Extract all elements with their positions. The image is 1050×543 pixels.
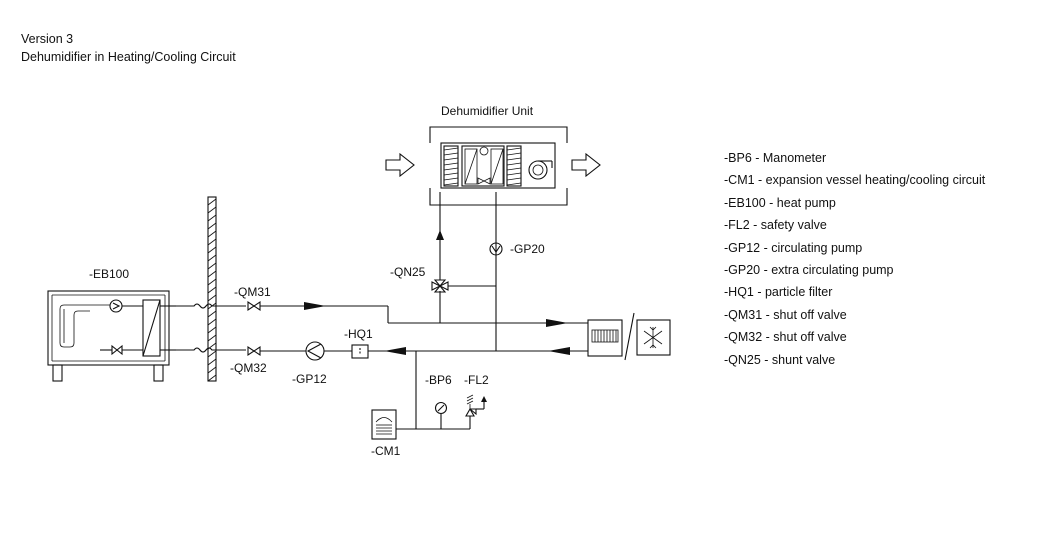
legend-item: -GP20 - extra circulating pump: [724, 262, 894, 277]
flex-hoses: [176, 303, 246, 353]
label-hq1: -HQ1: [344, 327, 373, 341]
label-qn25: -QN25: [390, 265, 426, 279]
label-qm31: -QM31: [234, 285, 271, 299]
manometer-bp6: [434, 401, 448, 415]
heat-pump-eb100: [47, 290, 176, 382]
circulating-pump-gp20: [489, 242, 503, 256]
cooling-snowflake-icon: [636, 319, 671, 356]
expansion-vessel-cm1: [371, 409, 397, 440]
label-cm1: -CM1: [371, 444, 401, 458]
diagram-title: Dehumidifier in Heating/Cooling Circuit: [21, 50, 236, 64]
legend-item: -QM31 - shut off valve: [724, 307, 847, 322]
legend: -BP6 - Manometer -CM1 - expansion vessel…: [724, 150, 985, 374]
version-label: Version 3: [21, 32, 74, 46]
shut-off-valve-qm32: [247, 345, 261, 357]
particle-filter-hq1: [351, 344, 369, 359]
legend-item: -BP6 - Manometer: [724, 151, 827, 165]
legend-item: -EB100 - heat pump: [724, 195, 836, 210]
legend-item: -QN25 - shunt valve: [724, 352, 836, 367]
shut-off-valve-qm31: [247, 300, 261, 312]
legend-item: -HQ1 - particle filter: [724, 285, 833, 300]
label-bp6: -BP6: [425, 373, 452, 387]
label-eb100: -EB100: [89, 267, 129, 281]
label-gp20: -GP20: [510, 242, 545, 256]
circulating-pump-gp12: [305, 341, 325, 361]
air-out-arrow: [571, 152, 601, 178]
label-gp12: -GP12: [292, 372, 327, 386]
label-qm32: -QM32: [230, 361, 267, 375]
legend-item: -QM32 - shut off valve: [724, 330, 847, 345]
label-fl2: -FL2: [464, 373, 489, 387]
label-dehumidifier-unit: Dehumidifier Unit: [441, 104, 534, 118]
wall: [207, 196, 217, 382]
air-in-arrow: [385, 152, 415, 178]
radiator-icon: [587, 319, 623, 357]
shunt-valve-qn25: [431, 279, 449, 293]
legend-item: -FL2 - safety valve: [724, 218, 827, 233]
legend-item: -CM1 - expansion vessel heating/cooling …: [724, 173, 986, 188]
dehumidifier-unit: [429, 126, 568, 206]
safety-valve-fl2: [465, 394, 487, 417]
legend-item: -GP12 - circulating pump: [724, 240, 863, 255]
